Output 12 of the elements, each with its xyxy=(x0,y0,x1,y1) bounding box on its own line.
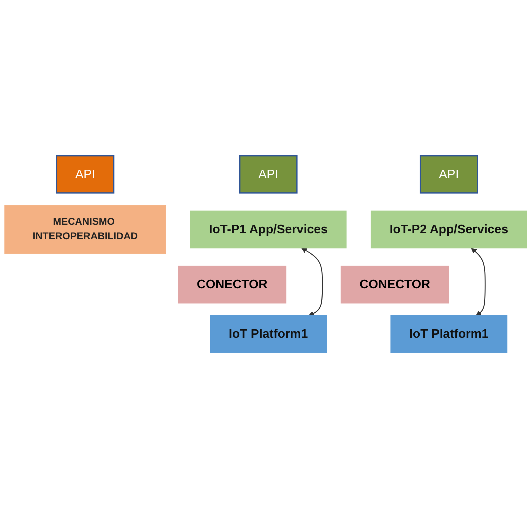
node-box: API xyxy=(420,155,478,194)
arrow xyxy=(471,248,486,316)
node-box: API xyxy=(56,155,115,194)
node-box: IoT-P1 App/Services xyxy=(190,210,347,249)
node-box: IoT Platform1 xyxy=(210,316,328,354)
node-box: CONECTOR xyxy=(340,266,450,304)
node-box: IoT Platform1 xyxy=(390,316,508,354)
node-box: API xyxy=(239,155,298,194)
node-box: MECANISMO INTEROPERABILIDAD xyxy=(4,205,166,254)
node-box: CONECTOR xyxy=(178,266,287,304)
arrow xyxy=(302,248,324,316)
node-box: IoT-P2 App/Services xyxy=(370,210,528,249)
